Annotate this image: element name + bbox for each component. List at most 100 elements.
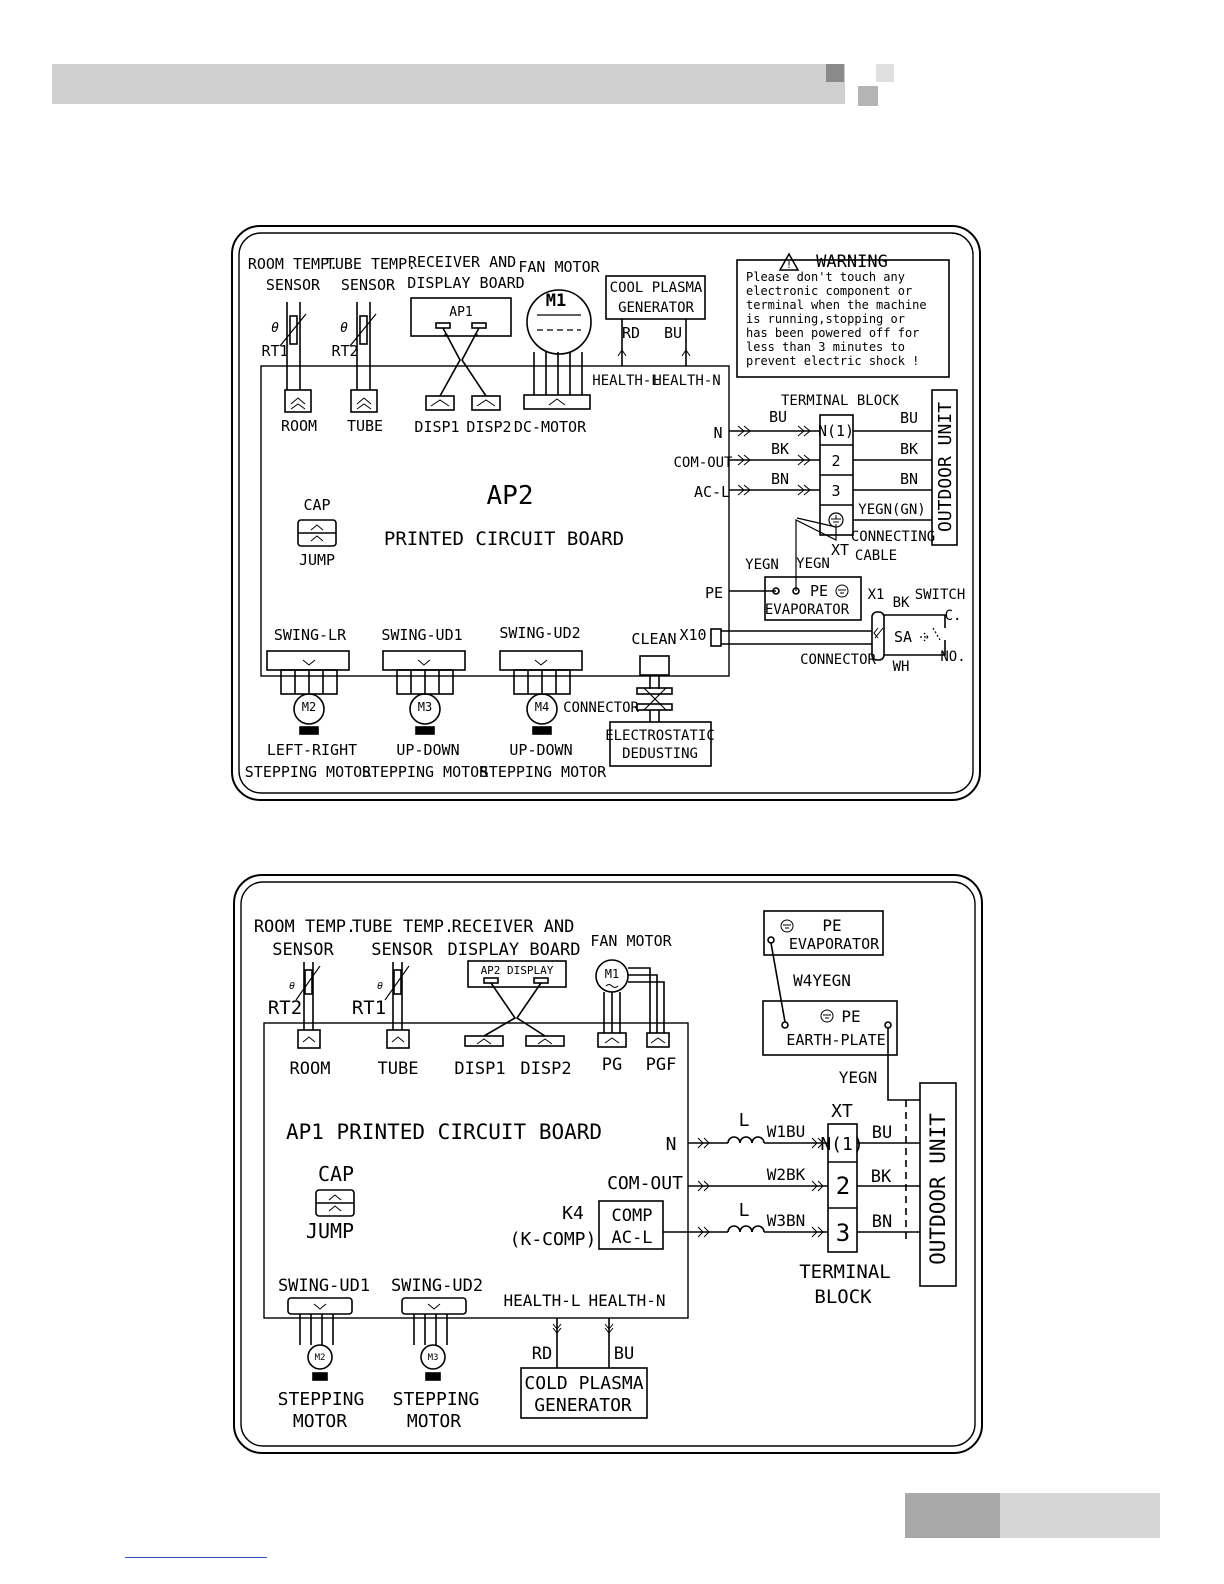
wire-bn-label: BN <box>771 470 789 488</box>
warning-line-3: terminal when the machine <box>746 298 927 312</box>
out-bn-label: BN <box>900 470 918 488</box>
receiver-board-label: RECEIVER AND <box>408 253 516 271</box>
connector-2-label: CONNECTOR <box>563 700 639 716</box>
receiver-board-label: RECEIVER AND <box>452 917 575 937</box>
swing-lr-label: SWING-LR <box>274 626 347 644</box>
pcb-label: AP1 PRINTED CIRCUIT BOARD <box>286 1120 602 1144</box>
ap2-label: AP2 <box>487 481 534 511</box>
evaporator-label: EVAPORATOR <box>789 935 880 953</box>
w2bk-label: W2BK <box>767 1165 806 1184</box>
out-bu-label: BU <box>900 409 918 427</box>
receiver-board-label-2: DISPLAY BOARD <box>447 940 580 960</box>
n-label: N <box>666 1134 677 1155</box>
evaporator-label: EVAPORATOR <box>765 602 850 618</box>
jump-label: JUMP <box>306 1219 354 1243</box>
pcb-label: PRINTED CIRCUIT BOARD <box>384 528 624 550</box>
com-out-label: COM-OUT <box>673 455 733 471</box>
swing-ud2-connector <box>401 1297 467 1381</box>
health-l-label: HEALTH-L <box>503 1291 580 1310</box>
xt-label: XT <box>831 1101 853 1122</box>
pe-label: PE <box>810 582 828 600</box>
header-square-mid <box>858 86 878 106</box>
pg-label: PG <box>602 1055 622 1075</box>
rd-label: RD <box>622 324 640 342</box>
wire-bu-label: BU <box>769 408 787 426</box>
bu-label: BU <box>664 324 682 342</box>
yegn-gn-label: YEGN(GN) <box>858 502 925 518</box>
tube-temp-sensor-label: TUBE TEMP. <box>352 917 454 937</box>
l-label-2: L <box>739 1200 750 1221</box>
jump-label: JUMP <box>299 551 335 569</box>
terminal-1: N(1) <box>818 422 854 440</box>
stepping-label-2: STEPPING <box>393 1389 480 1410</box>
cool-plasma-label: COOL PLASMA <box>610 280 703 296</box>
disp2-label: DISP2 <box>466 418 511 436</box>
cold-plasma-label-2: GENERATOR <box>534 1395 632 1416</box>
rd-label: RD <box>532 1344 552 1364</box>
x10-label: X10 <box>679 626 706 644</box>
m1-label: M1 <box>546 291 566 311</box>
com-out-label: COM-OUT <box>607 1173 683 1194</box>
tube-label: TUBE <box>378 1059 419 1079</box>
clean-label: CLEAN <box>631 630 676 648</box>
fan-motor-label: FAN MOTOR <box>518 258 600 276</box>
warning-line-5: has been powered off for <box>746 326 919 340</box>
wh-label: WH <box>893 659 910 675</box>
rt2-label: RT2 <box>331 342 358 360</box>
xt-label: XT <box>831 541 849 559</box>
l-label-1: L <box>739 1110 750 1131</box>
wire-bk-label: BK <box>771 440 789 458</box>
footer-bar-dark <box>905 1493 1000 1538</box>
tube-connector-label: TUBE <box>347 417 383 435</box>
health-n-label: HEALTH-N <box>653 373 720 389</box>
bk-switch-label: BK <box>893 595 910 611</box>
connecting-cable-label-2: CABLE <box>855 548 897 564</box>
bu-label: BU <box>872 1123 892 1143</box>
dc-motor-label: DC-MOTOR <box>514 418 587 436</box>
bu2-label: BU <box>614 1344 634 1364</box>
m4-label: M4 <box>535 700 549 714</box>
swing-ud1-connector <box>287 1297 353 1381</box>
yegn-label-1: YEGN <box>745 557 779 573</box>
header-square-dark <box>826 64 844 82</box>
outdoor-unit-label: OUTDOOR UNIT <box>935 402 956 532</box>
wiring-diagram-1: ROOM TEMP. SENSOR TUBE TEMP. SENSOR RECE… <box>231 225 981 801</box>
yegn-label: YEGN <box>839 1068 878 1087</box>
k-comp-label: (K-COMP) <box>510 1229 597 1250</box>
pgf-label: PGF <box>646 1055 677 1075</box>
swing-ud1-label: SWING-UD1 <box>381 626 462 644</box>
motor-label-1: MOTOR <box>293 1411 347 1432</box>
swing-ud2-label: SWING-UD2 <box>499 624 580 642</box>
stepping-motor-label-2: STEPPING MOTOR <box>362 763 489 781</box>
disp1-label: DISP1 <box>454 1059 505 1079</box>
terminal-block-label: TERMINAL BLOCK <box>781 393 900 409</box>
connecting-cable-label: CONNECTING <box>851 529 935 545</box>
motor-label-2: MOTOR <box>407 1411 461 1432</box>
earth-plate-label: EARTH-PLATE <box>786 1031 885 1049</box>
room-temp-sensor-label: ROOM TEMP. <box>248 255 338 273</box>
stepping-motor-label-1: STEPPING MOTOR <box>245 763 372 781</box>
k4-label: K4 <box>562 1203 584 1224</box>
m2-label: M2 <box>315 1353 326 1363</box>
n-label: N <box>713 424 722 442</box>
warning-line-6: less than 3 minutes to <box>746 340 905 354</box>
electrostatic-label-2: DEDUSTING <box>622 746 698 762</box>
svg-text:!: ! <box>786 260 792 271</box>
warning-title: WARNING <box>816 252 888 272</box>
ac-l-label: AC-L <box>694 483 730 501</box>
terminal-3: 3 <box>831 482 840 500</box>
pe-label: PE <box>822 916 841 935</box>
footer-link-underline <box>125 1557 267 1558</box>
warning-line-2: electronic component or <box>746 284 912 298</box>
switch-label: SWITCH <box>915 587 966 603</box>
svg-text:θ: θ <box>289 981 295 992</box>
footer-bar-light <box>1000 1493 1160 1538</box>
x1-label: X1 <box>868 587 885 603</box>
swing-ud1-connector <box>382 650 466 735</box>
comp-label: COMP <box>612 1206 653 1226</box>
bn-label: BN <box>872 1212 892 1232</box>
stepping-motor-label-3: STEPPING MOTOR <box>480 763 607 781</box>
outdoor-unit-label: OUTDOOR UNIT <box>926 1113 950 1265</box>
header-bar <box>52 64 845 104</box>
warning-line-4: is running,stopping or <box>746 312 905 326</box>
